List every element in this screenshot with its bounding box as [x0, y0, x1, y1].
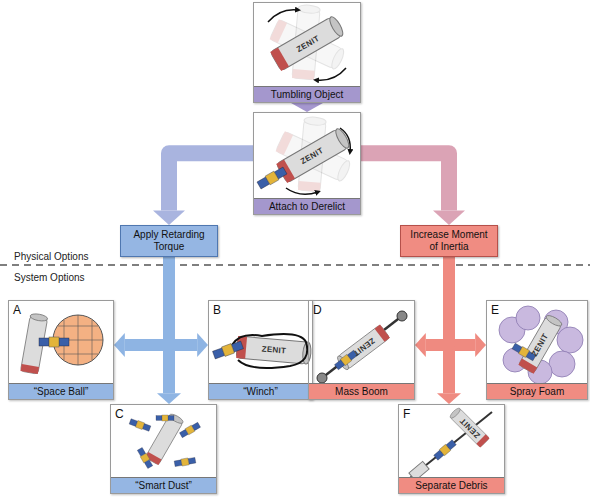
- separate-debris-illustration: [409, 407, 492, 481]
- arrow-head: [197, 333, 208, 357]
- caption-band: Separate Debris: [399, 477, 504, 493]
- option-letter: A: [9, 301, 21, 317]
- flow-arrow: [426, 257, 449, 345]
- caption-band: “Winch”: [209, 383, 312, 399]
- option-panel: B “Winch”: [208, 300, 313, 400]
- flow-arrow: [361, 153, 449, 210]
- arrow-head: [157, 393, 181, 404]
- arrow-head: [475, 333, 486, 357]
- caption-band: Spray Foam: [487, 383, 587, 399]
- option-letter: B: [209, 301, 221, 317]
- box-label: Apply Retarding Torque: [125, 229, 213, 253]
- caption-band: Mass Boom: [309, 383, 414, 399]
- process-box: Increase Moment of Inertia: [400, 225, 498, 257]
- tumbling-illustration: [268, 4, 346, 80]
- caption-band: Tumbling Object: [254, 86, 360, 102]
- arrow-head: [415, 333, 426, 357]
- caption-band: “Smart Dust”: [111, 477, 216, 493]
- arrow-head: [291, 103, 323, 112]
- option-letter: D: [309, 301, 322, 317]
- option-panel: A “Space Ball”: [8, 300, 114, 400]
- option-letter: E: [487, 301, 499, 317]
- caption-band: “Space Ball”: [9, 383, 113, 399]
- arrow-head: [153, 211, 185, 225]
- option-letter: F: [399, 405, 410, 421]
- caption-band: Attach to Derelict: [254, 198, 360, 214]
- box-label: Increase Moment of Inertia: [405, 229, 493, 253]
- section-label: Physical Options: [14, 251, 88, 263]
- section-label: System Options: [14, 272, 85, 284]
- arrow-head: [114, 333, 125, 357]
- attach-illustration: [257, 116, 352, 194]
- smart-dust-illustration: [129, 413, 201, 469]
- option-panel: Tumbling Object: [253, 2, 361, 103]
- mass-boom-illustration: [317, 311, 407, 383]
- process-box: Apply Retarding Torque: [120, 225, 218, 257]
- flow-arrow: [125, 257, 169, 345]
- divider-line: [0, 264, 590, 266]
- spray-foam-illustration: [499, 306, 583, 384]
- winch-illustration: [212, 334, 312, 368]
- arrow-head: [433, 211, 465, 225]
- arrow-head: [437, 393, 461, 404]
- option-panel: C “Smart Dust”: [110, 404, 217, 494]
- option-panel: F Separate Debris: [398, 404, 505, 494]
- flow-arrow: [169, 153, 253, 210]
- option-letter: C: [111, 405, 124, 421]
- space-ball-illustration: [20, 313, 103, 374]
